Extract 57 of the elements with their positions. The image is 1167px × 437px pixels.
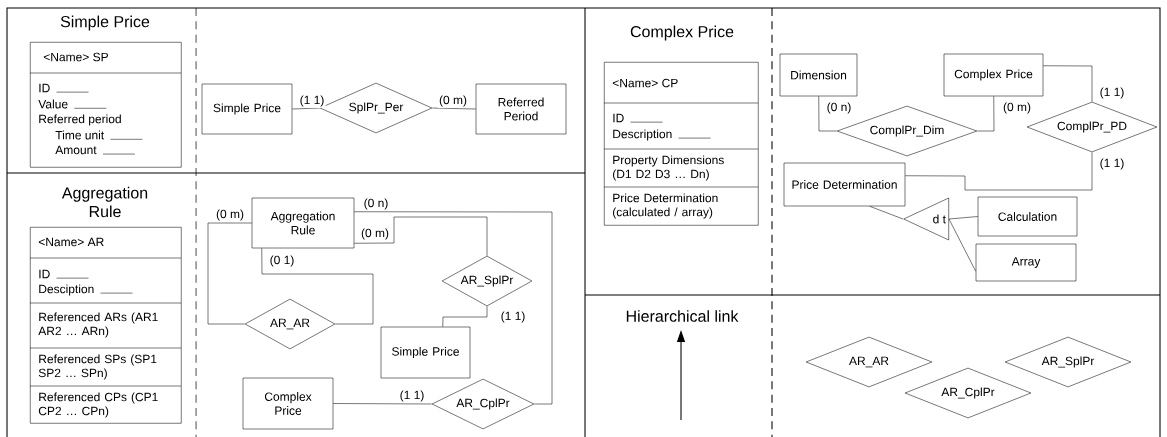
entity-box: Dimension bbox=[779, 53, 858, 97]
cardinality-label: (0 m) bbox=[437, 94, 469, 108]
connector-line bbox=[292, 107, 320, 110]
entity-box: Simple Price bbox=[201, 83, 293, 135]
legend-title: Hierarchical link bbox=[626, 310, 739, 322]
attribute-text: <Name> AR bbox=[38, 237, 104, 247]
connector-line bbox=[442, 306, 488, 327]
attribute-text: Price Determination (calculated / array) bbox=[613, 193, 718, 219]
specialization-triangle: d t bbox=[903, 197, 949, 241]
connector-line bbox=[905, 152, 1093, 191]
cardinality-label: (1 1) bbox=[298, 94, 326, 108]
connector-line bbox=[354, 211, 553, 405]
connector-line bbox=[354, 216, 488, 256]
attribute-text: <Name> SP bbox=[43, 52, 108, 62]
attribute-text: ID bbox=[39, 83, 50, 93]
entity-box: Complex Price bbox=[943, 53, 1044, 97]
attribute-text: Description bbox=[613, 129, 672, 141]
entity-box: Complex Price bbox=[242, 377, 334, 430]
attribute-text: <Name> CP bbox=[612, 78, 678, 88]
entity-box: Aggregation Rule bbox=[251, 197, 355, 249]
connector-line bbox=[333, 403, 432, 405]
entity-box: Array bbox=[975, 243, 1077, 282]
connector-line bbox=[948, 218, 976, 272]
attribute-text: Amount bbox=[55, 145, 97, 155]
attribute-text: Desciption bbox=[39, 284, 94, 296]
entity-box: Price Determination bbox=[783, 162, 906, 207]
cardinality-label: (1 1) bbox=[1098, 86, 1126, 100]
attribute-text: Property Dimensions (D1 D2 D3 … Dn) bbox=[613, 155, 724, 181]
box-title: Complex Price bbox=[630, 25, 734, 41]
attribute-text: Referenced SPs (SP1 SP2 … SPn) bbox=[38, 354, 157, 380]
cardinality-label: (0 1) bbox=[268, 254, 296, 268]
attribute-text: Referenced CPs (CP1 CP2 … CPn) bbox=[38, 392, 158, 418]
attribute-text: Time unit bbox=[55, 130, 105, 140]
cardinality-label: (1 1) bbox=[1098, 157, 1126, 171]
connector-line bbox=[869, 206, 904, 220]
box-title: Aggregation Rule bbox=[61, 186, 148, 218]
attribute-text: ID bbox=[39, 269, 50, 279]
connector-line bbox=[977, 96, 995, 132]
cardinality-label: (0 m) bbox=[214, 208, 246, 222]
connector-line bbox=[207, 222, 252, 325]
cardinality-label: (0 m) bbox=[359, 227, 391, 241]
attribute-text: Referred period bbox=[39, 114, 121, 126]
attribute-text: ID bbox=[613, 113, 624, 123]
entity-box: Referred Period bbox=[475, 83, 567, 135]
box-title: Simple Price bbox=[60, 15, 150, 31]
connector-line bbox=[432, 107, 476, 110]
attribute-text: Referenced ARs (AR1 AR2 … ARn) bbox=[38, 312, 158, 338]
connector-line bbox=[261, 248, 374, 325]
cardinality-label: (0 n) bbox=[362, 197, 390, 211]
connector-line bbox=[948, 216, 978, 220]
connector-line bbox=[1043, 65, 1093, 102]
cardinality-label: (1 1) bbox=[398, 389, 426, 403]
entity-box: Calculation bbox=[977, 196, 1078, 237]
attribute-text: Value bbox=[38, 99, 68, 109]
connector-line bbox=[818, 96, 837, 132]
entity-box: Simple Price bbox=[380, 326, 471, 379]
cardinality-label: (1 1) bbox=[499, 310, 527, 324]
